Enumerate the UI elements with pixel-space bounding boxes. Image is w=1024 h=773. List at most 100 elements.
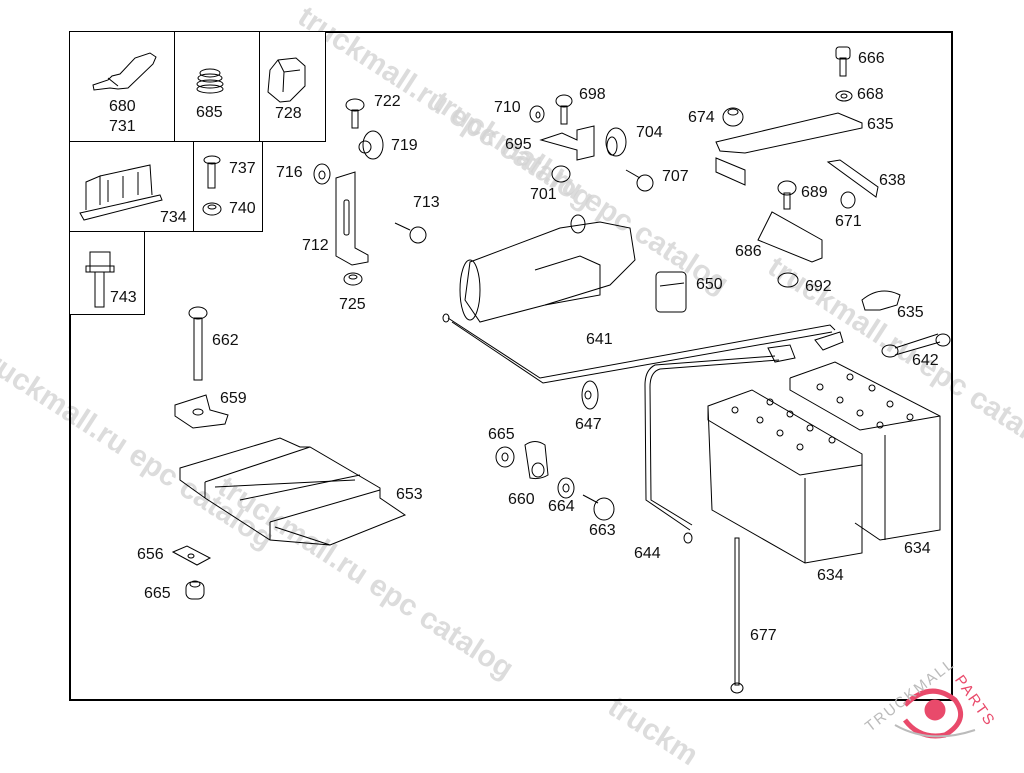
clamp-icon	[606, 128, 626, 156]
callout-662[interactable]: 662	[212, 332, 239, 349]
washer-icon	[558, 478, 574, 498]
cable-connector-icon	[882, 334, 950, 357]
callout-642[interactable]: 642	[912, 352, 939, 369]
grommet-icon	[582, 381, 598, 409]
callout-668[interactable]: 668	[857, 86, 884, 103]
battery-icon	[708, 390, 862, 563]
callout-634-front[interactable]: 634	[817, 567, 844, 584]
callout-716[interactable]: 716	[276, 164, 303, 181]
callout-656[interactable]: 656	[137, 546, 164, 563]
bolt-icon	[836, 47, 850, 76]
callout-665-nut[interactable]: 665	[144, 585, 171, 602]
callout-728[interactable]: 728	[275, 105, 302, 122]
nut-icon	[344, 273, 362, 285]
callout-647[interactable]: 647	[575, 416, 602, 433]
rubber-mount-icon	[359, 131, 383, 159]
cable-icon	[645, 345, 795, 543]
callout-659[interactable]: 659	[220, 390, 247, 407]
screw-icon	[626, 170, 653, 191]
callout-692[interactable]: 692	[805, 278, 832, 295]
washer-icon	[530, 106, 544, 122]
logo-swoosh-icon	[895, 725, 975, 736]
starter-motor-icon	[460, 215, 635, 322]
callout-725[interactable]: 725	[339, 296, 366, 313]
callout-731[interactable]: 731	[109, 118, 136, 135]
washer-icon	[836, 91, 852, 101]
callout-660[interactable]: 660	[508, 491, 535, 508]
callout-695[interactable]: 695	[505, 136, 532, 153]
washer-icon	[496, 447, 514, 467]
nut-icon	[841, 192, 855, 208]
callout-743[interactable]: 743	[110, 289, 137, 306]
callout-635-rail[interactable]: 635	[867, 116, 894, 133]
callout-740[interactable]: 740	[229, 200, 256, 217]
clamp-plate-icon	[828, 160, 878, 197]
long-bolt-icon	[189, 307, 207, 380]
inset-box-cap[interactable]	[259, 31, 326, 142]
screw-icon	[583, 495, 614, 520]
callout-634-rear[interactable]: 634	[904, 540, 931, 557]
callout-686[interactable]: 686	[735, 243, 762, 260]
callout-704[interactable]: 704	[636, 124, 663, 141]
nut-icon	[203, 203, 221, 215]
callout-722[interactable]: 722	[374, 93, 401, 110]
callout-644[interactable]: 644	[634, 545, 661, 562]
callout-698[interactable]: 698	[579, 86, 606, 103]
terminal-cover-icon	[862, 291, 900, 310]
battery-cell-caps	[732, 374, 913, 450]
callout-635-cover[interactable]: 635	[897, 304, 924, 321]
logo-gear-icon	[905, 691, 961, 736]
callout-663[interactable]: 663	[589, 522, 616, 539]
callout-680[interactable]: 680	[109, 98, 136, 115]
washer-icon	[314, 164, 330, 184]
plate-icon	[173, 546, 210, 565]
callout-641[interactable]: 641	[586, 331, 613, 348]
bracket-icon	[336, 172, 368, 265]
inset-box-screw-nut[interactable]	[193, 141, 263, 232]
terminal-clamp-icon	[525, 442, 548, 479]
inset-box-grommet[interactable]	[174, 31, 260, 142]
hold-down-clamp-icon	[175, 395, 228, 428]
threaded-rod-icon	[731, 538, 743, 693]
battery-icon	[790, 362, 940, 540]
callout-685[interactable]: 685	[196, 104, 223, 121]
bolt-icon	[346, 99, 364, 128]
grommet-icon	[197, 69, 223, 93]
relay-holder-icon	[80, 165, 162, 220]
connector-icon	[86, 252, 114, 307]
callout-737[interactable]: 737	[229, 160, 256, 177]
screw-icon	[395, 223, 426, 243]
callout-677[interactable]: 677	[750, 627, 777, 644]
callout-689[interactable]: 689	[801, 184, 828, 201]
bracket-icon	[541, 126, 594, 160]
callout-653[interactable]: 653	[396, 486, 423, 503]
callout-701[interactable]: 701	[530, 186, 557, 203]
callout-719[interactable]: 719	[391, 137, 418, 154]
callout-671[interactable]: 671	[835, 213, 862, 230]
nut-icon	[186, 581, 204, 599]
inset-box-connector[interactable]	[69, 231, 145, 315]
bolt-icon	[556, 95, 572, 124]
callout-666[interactable]: 666	[858, 50, 885, 67]
callout-674[interactable]: 674	[688, 109, 715, 126]
callout-710[interactable]: 710	[494, 99, 521, 116]
diagram-frame	[69, 31, 953, 701]
cable-tie-icon	[93, 53, 156, 90]
cable-icon	[443, 314, 843, 383]
callout-734[interactable]: 734	[160, 209, 187, 226]
battery-tray-icon	[180, 438, 405, 545]
grommet-icon	[778, 273, 798, 287]
callout-707[interactable]: 707	[662, 168, 689, 185]
callout-638[interactable]: 638	[879, 172, 906, 189]
screw-icon	[204, 156, 220, 188]
callout-650[interactable]: 650	[696, 276, 723, 293]
bolt-icon	[778, 181, 796, 209]
battery-rail-icon	[716, 113, 862, 185]
cable-clip-icon	[656, 272, 686, 312]
callout-712[interactable]: 712	[302, 237, 329, 254]
parts-illustration	[0, 0, 1024, 750]
callout-713[interactable]: 713	[413, 194, 440, 211]
callout-665-washer[interactable]: 665	[488, 426, 515, 443]
inset-box-holder[interactable]	[69, 141, 194, 232]
callout-664[interactable]: 664	[548, 498, 575, 515]
